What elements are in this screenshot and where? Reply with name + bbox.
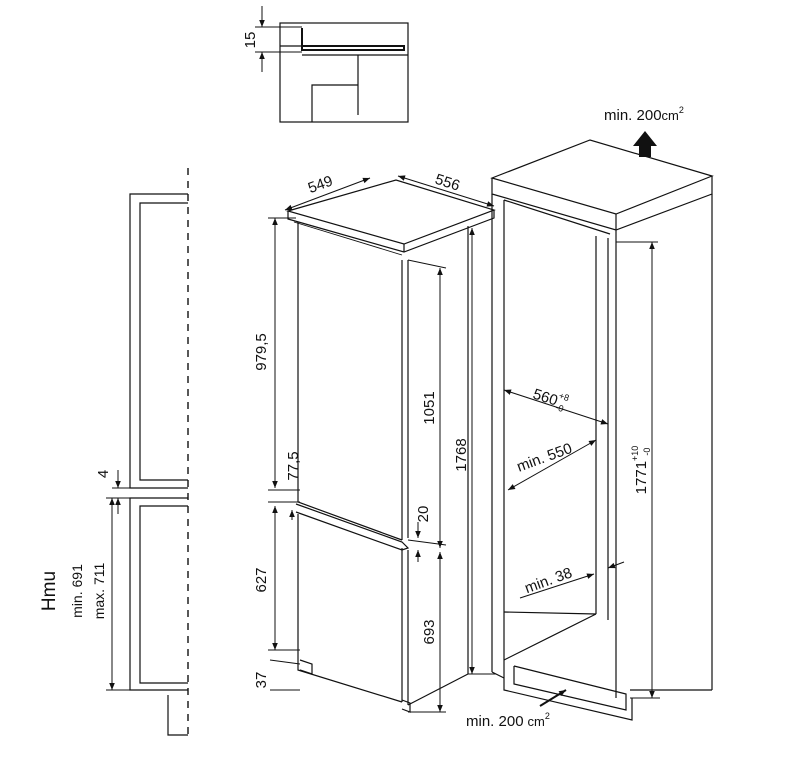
dim-depth: 549 — [306, 173, 335, 198]
dim-upper-height: 979,5 — [253, 333, 270, 371]
dim-top-gap: 15 — [242, 32, 259, 49]
dim-door-upper: 1051 — [421, 391, 438, 424]
vent-top-label: min. 200cm2 — [604, 105, 684, 124]
dim-lower-height: 627 — [253, 567, 270, 592]
appliance-view: 549 556 979,5 77,5 627 37 1051 20 693 — [253, 171, 496, 713]
dim-door-lower: 693 — [421, 619, 438, 644]
dim-width: 556 — [433, 171, 462, 195]
hmu-min: min. 691 — [69, 564, 85, 618]
hmu-label: Hmu — [39, 571, 60, 611]
dim-niche-height: 1771+10-0 — [630, 446, 652, 495]
dim-niche-depth: min. 550 — [515, 440, 575, 476]
dim-total-height: 1768 — [453, 438, 470, 471]
dim-niche-width: 560+8-0 — [530, 383, 570, 415]
dim-gap-small: 20 — [415, 506, 432, 523]
dim-plinth: 37 — [253, 672, 270, 689]
side-profile-view: 4 Hmu min. 691 max. 711 — [39, 168, 189, 740]
dim-gap-mid: 77,5 — [285, 451, 302, 480]
dim-left-gap: 4 — [95, 470, 112, 478]
hmu-max: max. 711 — [91, 563, 107, 620]
top-detail-view: 15 — [242, 6, 409, 123]
dim-vent-gap: min. 38 — [522, 564, 574, 597]
